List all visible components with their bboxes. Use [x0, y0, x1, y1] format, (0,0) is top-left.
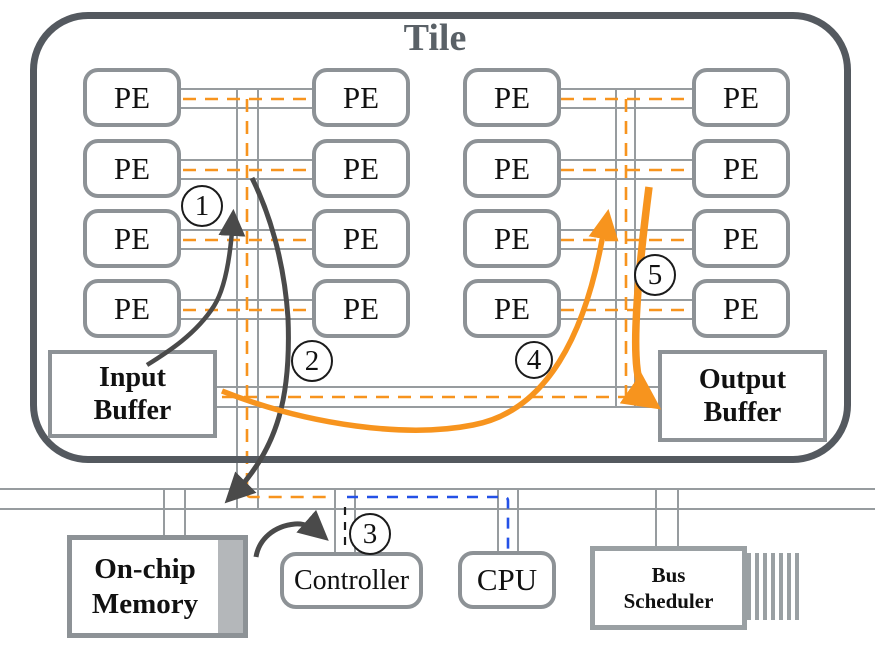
cpu: CPU [458, 551, 556, 609]
pe-box: PE [692, 209, 790, 268]
pe-box: PE [312, 139, 410, 198]
on-chip-memory: On-chip Memory [67, 535, 248, 638]
pe-box: PE [312, 209, 410, 268]
flow-arrow-1-input-to-left-array [145, 208, 246, 367]
pe-box: PE [463, 139, 561, 198]
memory-bank-strip [218, 540, 243, 633]
pe-box: PE [83, 68, 181, 127]
flow-arrow-4-input-to-right-array [220, 209, 619, 433]
flow-step-3: 3 [349, 513, 391, 555]
pe-box: PE [83, 279, 181, 338]
system-bus-lines [0, 386, 875, 552]
tile-boundary [30, 12, 851, 463]
pe-column-bus-lines [236, 89, 636, 509]
input-buffer: Input Buffer [48, 350, 217, 438]
orange-dashed-row-lines [183, 97, 690, 399]
pe-box: PE [312, 279, 410, 338]
flow-arrow-5-array-to-output [619, 186, 662, 410]
pe-box: PE [83, 139, 181, 198]
pe-box: PE [83, 209, 181, 268]
flow-step-1: 1 [181, 185, 223, 227]
pe-box: PE [463, 68, 561, 127]
flow-arrow-3-memory-to-controller [253, 509, 329, 558]
flow-step-5: 5 [634, 254, 676, 296]
bus-scheduler-port-comb [747, 553, 801, 620]
blue-dashed-cpu-link [347, 495, 510, 549]
tile-title: Tile [403, 17, 467, 59]
bus-scheduler: Bus Scheduler [590, 546, 747, 630]
flow-step-4: 4 [515, 341, 553, 379]
pe-box: PE [463, 279, 561, 338]
flow-arrow-2-array-to-memory [224, 176, 291, 504]
pe-box: PE [312, 68, 410, 127]
pe-box: PE [692, 68, 790, 127]
pe-box: PE [463, 209, 561, 268]
on-chip-memory-label: On-chip Memory [91, 552, 199, 620]
controller: Controller [280, 552, 423, 609]
pe-box: PE [692, 139, 790, 198]
pe-box: PE [692, 279, 790, 338]
flow-step-2: 2 [291, 340, 333, 382]
